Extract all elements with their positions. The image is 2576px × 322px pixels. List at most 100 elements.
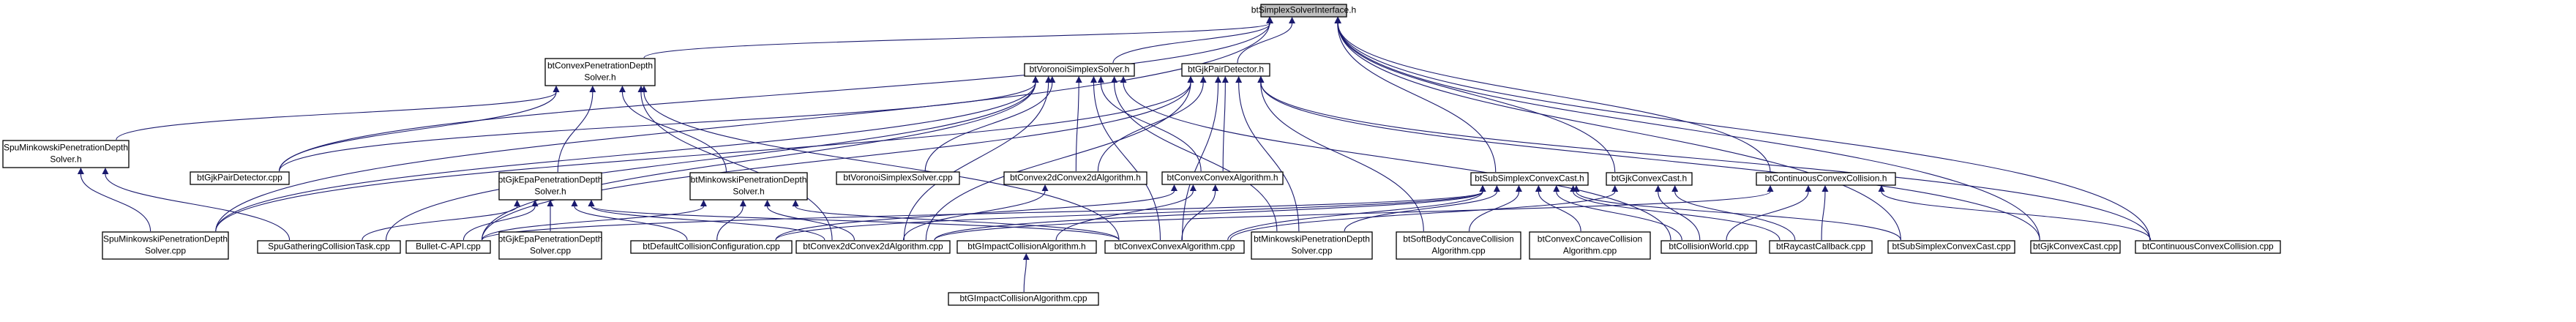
edge-n_gpd_cpp-includes-n_root bbox=[278, 17, 1273, 172]
edge-n_c2d_cpp-includes-n_sub_h bbox=[934, 185, 1486, 241]
edge-n_cca_h-includes-n_gpd bbox=[1221, 76, 1229, 172]
node-label-line: btGjkEpaPenetrationDepth bbox=[498, 175, 603, 185]
graph-node-gimpact-cpp[interactable]: btGImpactCollisionAlgorithm.cpp bbox=[948, 292, 1099, 306]
node-box bbox=[1606, 172, 1693, 186]
edge-n_ccc_h-includes-n_root bbox=[1334, 17, 1771, 173]
node-layer: btSimplexSolverInterface.h btConvexPenetr… bbox=[2, 4, 2281, 306]
graph-node-sub-cpp[interactable]: btSubSimplexConvexCast.cpp bbox=[1887, 240, 2015, 254]
graph-node-vss-cpp[interactable]: btVoronoiSimplexSolver.cpp bbox=[836, 171, 960, 185]
edge-n_spu_mpd_cpp-includes-n_vss bbox=[215, 76, 1039, 232]
node-label-line: btConvex2dConvex2dAlgorithm.cpp bbox=[803, 242, 943, 252]
node-label-line: btConvexConcaveCollision bbox=[1538, 234, 1642, 244]
graph-node-gpd[interactable]: btGjkPairDetector.h bbox=[1181, 63, 1270, 77]
node-label-line: btSubSimplexConvexCast.cpp bbox=[1892, 242, 2010, 252]
edge-n_cca_cpp-includes-n_gcc_h bbox=[1229, 185, 1619, 241]
node-box bbox=[1003, 171, 1147, 185]
graph-node-c2d-h[interactable]: btConvex2dConvex2dAlgorithm.h bbox=[1003, 171, 1147, 185]
node-box bbox=[795, 240, 951, 254]
graph-node-gpd-cpp[interactable]: btGjkPairDetector.cpp bbox=[190, 171, 290, 185]
graph-node-ccc-h[interactable]: btContinuousConvexCollision.h bbox=[1756, 172, 1896, 186]
graph-node-bullet-c[interactable]: Bullet-C-API.cpp bbox=[405, 240, 491, 254]
graph-node-gcc-h[interactable]: btGjkConvexCast.h bbox=[1606, 172, 1693, 186]
graph-node-dcc-cpp[interactable]: btDefaultCollisionConfiguration.cpp bbox=[630, 240, 793, 254]
node-label-line: btSubSimplexConvexCast.h bbox=[1475, 173, 1584, 184]
edge-n_spu_mpd_cpp-includes-n_root bbox=[215, 17, 1273, 232]
graph-node-spu-task[interactable]: SpuGatheringCollisionTask.cpp bbox=[257, 240, 401, 254]
node-label-line: Solver.cpp bbox=[530, 246, 571, 256]
node-box bbox=[1024, 63, 1135, 77]
node-box bbox=[1260, 4, 1347, 18]
node-box bbox=[257, 240, 401, 254]
edge-n_cca_cpp-includes-n_cca_h bbox=[1181, 184, 1219, 241]
graph-node-ccc-cpp[interactable]: btContinuousConvexCollision.cpp bbox=[2135, 240, 2281, 254]
node-box bbox=[102, 231, 229, 260]
edge-n_ccc_cpp-includes-n_gpd bbox=[1257, 76, 2151, 241]
edge-n_c2d_cpp-includes-n_gpd bbox=[925, 76, 1194, 241]
node-box bbox=[1396, 231, 1521, 260]
graph-node-gimpact-h[interactable]: btGImpactCollisionAlgorithm.h bbox=[956, 240, 1097, 254]
node-box bbox=[1251, 231, 1373, 260]
node-label-line: SpuMinkowskiPenetrationDepth bbox=[4, 143, 128, 153]
edge-n_bullet_c-includes-n_mink_h bbox=[481, 200, 707, 241]
node-box bbox=[1161, 171, 1284, 185]
edge-n_bullet_c-includes-n_vss bbox=[481, 76, 1039, 241]
edge-n_gcc_cpp-includes-n_root bbox=[1334, 17, 2040, 241]
edge-n_mink_cpp-includes-n_sub_h bbox=[1344, 185, 1500, 232]
edge-n_gpd_cpp-includes-n_vss bbox=[278, 76, 1039, 172]
edge-n_c2d_cpp-includes-n_vss bbox=[903, 76, 1052, 241]
edge-n_spu_task-includes-n_spu_mpd_h bbox=[102, 168, 291, 241]
edge-n_cca_cpp-includes-n_vss bbox=[1090, 76, 1161, 241]
edge-n_dcc_cpp-includes-n_cca_h bbox=[775, 184, 1177, 241]
node-label-line: btGjkPairDetector.cpp bbox=[197, 173, 282, 183]
node-label-line: btConvexConvexAlgorithm.cpp bbox=[1115, 242, 1235, 252]
edge-layer bbox=[77, 17, 2152, 293]
node-label-line: btCollisionWorld.cpp bbox=[1669, 242, 1748, 252]
graph-node-c2d-cpp[interactable]: btConvex2dConvex2dAlgorithm.cpp bbox=[795, 240, 951, 254]
node-box bbox=[630, 240, 793, 254]
edge-n_softbody-includes-n_sub_h bbox=[1469, 185, 1522, 232]
node-box bbox=[190, 171, 290, 185]
edge-n_spu_task-includes-n_gjkepa_h bbox=[362, 200, 521, 241]
node-label-line: btGjkPairDetector.h bbox=[1188, 64, 1264, 75]
node-box bbox=[2, 140, 130, 168]
graph-node-root[interactable]: btSimplexSolverInterface.h bbox=[1251, 4, 1356, 18]
node-box bbox=[1756, 172, 1896, 186]
node-label-line: SpuMinkowskiPenetrationDepth bbox=[103, 234, 228, 244]
graph-node-raycast[interactable]: btRaycastCallback.cpp bbox=[1769, 240, 1873, 254]
edge-n_cworld-includes-n_vss bbox=[1120, 76, 1671, 241]
node-label-line: Solver.h bbox=[50, 154, 81, 165]
node-box bbox=[1769, 240, 1873, 254]
node-label-line: btContinuousConvexCollision.cpp bbox=[2142, 242, 2274, 252]
edge-n_c2d_cpp-includes-n_mink_h bbox=[764, 200, 855, 241]
graph-node-cca-cpp[interactable]: btConvexConvexAlgorithm.cpp bbox=[1104, 240, 1245, 254]
graph-node-sub-h[interactable]: btSubSimplexConvexCast.h bbox=[1470, 172, 1589, 186]
edge-n_ccc_cpp-includes-n_root bbox=[1334, 17, 2151, 241]
node-label-line: Algorithm.cpp bbox=[1431, 246, 1486, 256]
edge-n_concave-includes-n_sub_h bbox=[1535, 185, 1581, 232]
node-label-line: btRaycastCallback.cpp bbox=[1776, 242, 1865, 252]
edge-n_cpds-includes-n_root bbox=[643, 17, 1273, 59]
node-box bbox=[405, 240, 491, 254]
graph-node-gcc-cpp[interactable]: btGjkConvexCast.cpp bbox=[2030, 240, 2121, 254]
node-label-line: btGImpactCollisionAlgorithm.h bbox=[967, 242, 1085, 252]
node-label-line: Solver.h bbox=[534, 187, 566, 197]
graph-node-cca-h[interactable]: btConvexConvexAlgorithm.h bbox=[1161, 171, 1284, 185]
node-box bbox=[1470, 172, 1589, 186]
graph-node-vss[interactable]: btVoronoiSimplexSolver.h bbox=[1024, 63, 1135, 77]
edge-n_raycast-includes-n_gcc_h bbox=[1671, 185, 1796, 241]
edge-n_vss_cpp-includes-n_vss bbox=[924, 76, 1056, 172]
edge-n_spu_mpd_h-includes-n_cpds bbox=[116, 86, 560, 141]
node-label-line: Solver.cpp bbox=[145, 246, 186, 256]
node-label-line: btMinkowskiPenetrationDepth bbox=[1254, 234, 1370, 244]
graph-node-cworld[interactable]: btCollisionWorld.cpp bbox=[1660, 240, 1757, 254]
node-box bbox=[689, 172, 808, 201]
